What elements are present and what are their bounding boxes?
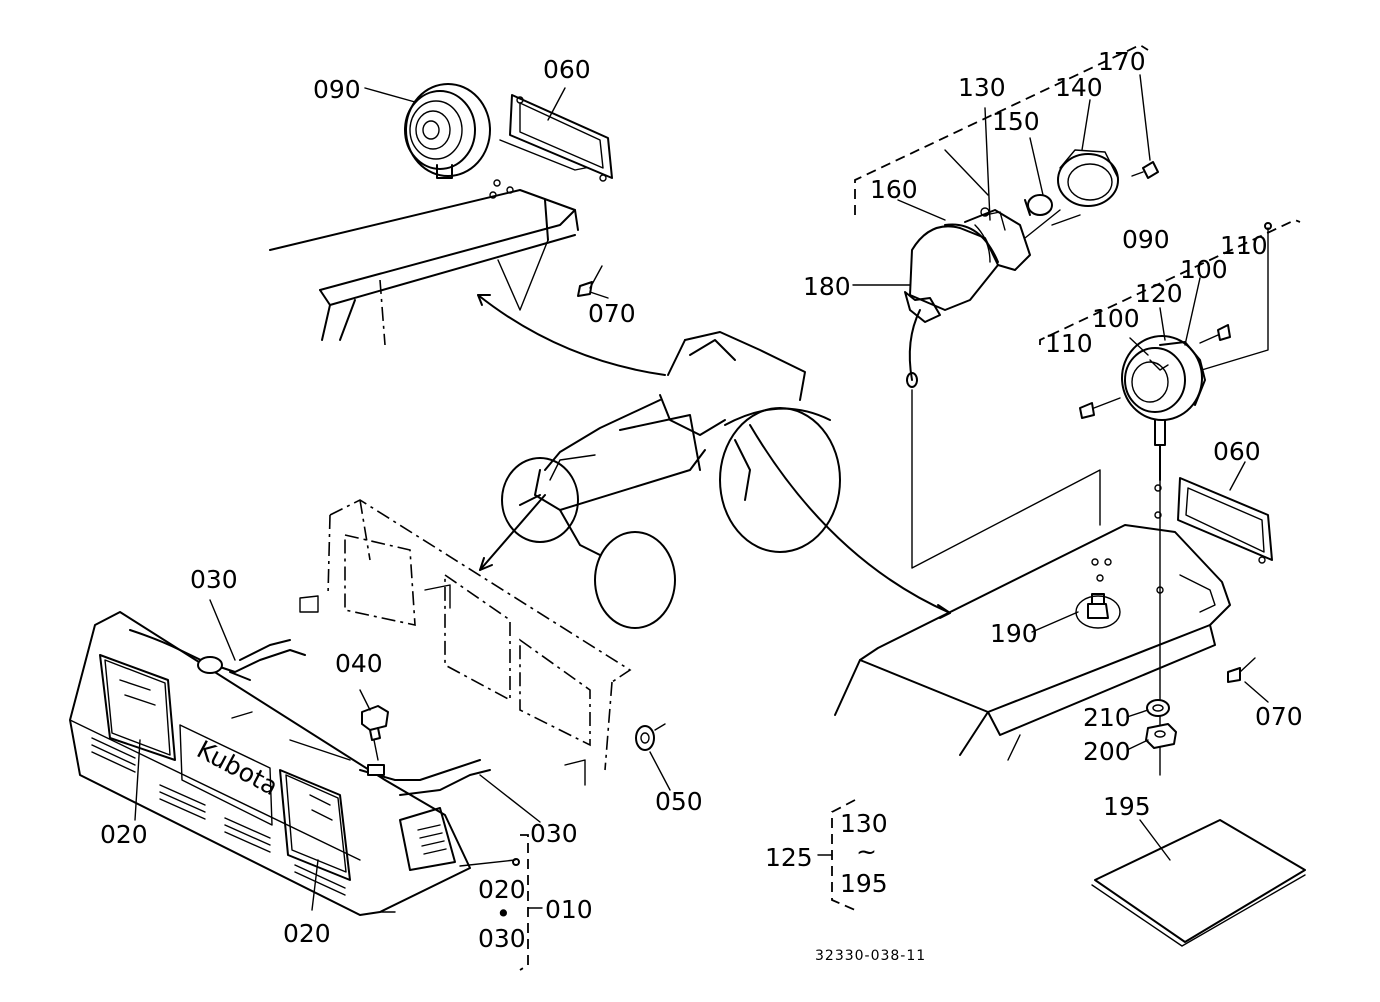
label-195: 195 [1103,792,1151,821]
headlight-mount-frame [299,499,632,786]
bolt-110-right [1199,324,1231,344]
label-050: 050 [655,787,703,816]
switch-190 [1075,593,1121,629]
label-030-group: 030 [478,924,526,953]
label-090-top: 090 [313,75,361,104]
label-125: 125 [765,843,813,872]
rim-140 [1057,149,1119,207]
label-010: 010 [545,895,593,924]
label-130: 130 [958,73,1006,102]
label-020-group: 020 [478,875,526,904]
front-grille-panel: Kubota [69,611,471,916]
label-030-right: 030 [530,819,578,848]
label-070-top: 070 [588,299,636,328]
nut-200 [1145,723,1177,749]
label-100-left: 100 [1092,304,1140,333]
label-060-top: 060 [543,55,591,84]
label-100-right: 100 [1180,255,1228,284]
label-070-right: 070 [1255,702,1303,731]
screw-170 [1131,161,1159,179]
label-tilde: ~ [856,837,877,866]
label-020-left: 020 [100,820,148,849]
label-160: 160 [870,175,918,204]
bracket-125 [817,799,856,911]
headlight-exploded-group [854,43,1159,388]
label-130-range: 130 [840,809,888,838]
label-150: 150 [992,107,1040,136]
bulb-150 [1024,194,1053,216]
label-190: 190 [990,619,1038,648]
reflector-060-right [1177,477,1273,564]
tractor-body [501,331,841,629]
label-140: 140 [1055,73,1103,102]
screw-070-top [577,265,603,297]
screw-070-right [1227,657,1256,683]
washer-210 [1146,699,1170,717]
grille-vents [91,737,447,896]
label-210: 210 [1083,703,1131,732]
label-dot: • [496,899,511,928]
label-110-right: 110 [1220,231,1268,260]
label-040: 040 [335,649,383,678]
work-light-group-090-right [1039,219,1301,776]
work-light-090-right [1121,335,1206,446]
headlight-body-160 [904,207,1031,323]
arrow-to-front-panel [479,494,546,571]
drawing-number: 32330-038-11 [815,948,926,964]
label-030-left: 030 [190,565,238,594]
arrow-to-top-fender [477,294,666,376]
label-170: 170 [1098,47,1146,76]
grommet-050 [635,723,666,751]
bolt-040 [361,705,389,761]
leader-lines [134,74,1269,911]
right-fender [834,389,1231,761]
label-110-left: 110 [1045,329,1093,358]
label-180: 180 [803,272,851,301]
bracket-010 [519,834,543,971]
label-120: 120 [1135,279,1183,308]
manual-195 [1091,819,1306,947]
bolt-110-left [1079,397,1121,419]
label-060-right: 060 [1213,437,1261,466]
part-labels: 090 060 070 130 140 150 170 160 180 090 … [100,47,1303,964]
label-020-bottom: 020 [283,919,331,948]
label-200: 200 [1083,737,1131,766]
reflector-060-top [509,94,613,182]
wiring-harness [129,629,491,796]
label-090-right: 090 [1122,225,1170,254]
work-light-090-top [404,83,491,179]
label-195-range: 195 [840,869,888,898]
